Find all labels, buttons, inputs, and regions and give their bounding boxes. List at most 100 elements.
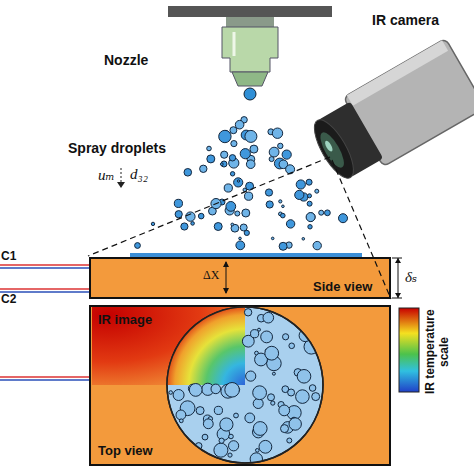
- droplet: [286, 242, 292, 248]
- velocity-arrow: [121, 168, 122, 184]
- thermocouple-wire: [0, 288, 95, 290]
- droplet: [307, 201, 312, 206]
- thermocouple-wire: [0, 264, 95, 266]
- droplet: [287, 165, 291, 169]
- image-label: IR image: [98, 312, 152, 327]
- droplet: [175, 211, 182, 218]
- droplet: [207, 155, 215, 163]
- droplet: [240, 224, 247, 231]
- droplet: [200, 165, 207, 172]
- droplet: [286, 220, 294, 228]
- symbol-label: d₃₂: [130, 166, 148, 183]
- droplet: [281, 213, 286, 218]
- droplet: [184, 169, 192, 177]
- nozzle-mount: [168, 6, 332, 17]
- droplet: [245, 130, 257, 142]
- droplet: [247, 155, 255, 163]
- thermocouple-wire: [0, 379, 95, 381]
- droplet: [279, 160, 288, 169]
- nozzle-shine: [233, 32, 236, 56]
- droplet: [313, 241, 321, 249]
- thickness-label: δₛ: [405, 268, 417, 286]
- droplet: [220, 163, 223, 166]
- droplet: [282, 205, 285, 208]
- droplet: [230, 127, 237, 134]
- top-view-plate: IR imageTop view: [89, 305, 391, 466]
- thermocouple-label: C2: [1, 292, 16, 306]
- droplet: [279, 242, 287, 250]
- droplet: [234, 178, 243, 187]
- droplet: [279, 200, 282, 203]
- part-label: IR camera: [372, 12, 439, 28]
- droplet: [239, 237, 242, 240]
- droplet: [308, 225, 312, 229]
- dimension-arrows: [395, 258, 401, 298]
- droplet: [242, 209, 250, 217]
- droplet: [235, 211, 240, 216]
- droplet: [231, 224, 239, 232]
- thermocouple-label: C1: [1, 249, 16, 263]
- droplet: [286, 165, 295, 174]
- temperature-color-bar: [399, 308, 419, 392]
- droplet: [224, 184, 232, 192]
- droplet: [229, 158, 239, 168]
- droplet: [221, 161, 227, 167]
- droplet: [244, 230, 249, 235]
- droplet: [240, 149, 250, 159]
- droplet: [274, 158, 285, 169]
- droplet: [306, 179, 312, 185]
- droplet: [244, 88, 256, 100]
- droplet: [198, 213, 204, 219]
- droplet: [269, 157, 274, 162]
- droplet: [300, 193, 308, 201]
- droplet: [282, 150, 291, 159]
- ir-camera: [304, 38, 474, 189]
- droplet: [246, 182, 254, 190]
- droplet: [209, 207, 217, 215]
- arrow-head: [117, 182, 125, 188]
- droplet: [174, 199, 182, 207]
- droplet: [236, 241, 245, 250]
- droplet: [325, 210, 331, 216]
- droplet: [241, 117, 247, 123]
- symbol-label: uₘ: [98, 166, 115, 184]
- droplet: [225, 206, 234, 215]
- droplet: [250, 145, 258, 153]
- droplet: [231, 223, 234, 226]
- droplet: [279, 212, 283, 216]
- nozzle-collar: [226, 17, 274, 27]
- thermocouple-wire: [0, 267, 95, 269]
- droplet: [230, 172, 234, 176]
- droplet: [268, 129, 274, 135]
- view-label: Side view: [313, 279, 372, 294]
- droplet: [245, 192, 253, 200]
- droplet: [307, 213, 316, 222]
- droplet: [241, 130, 251, 140]
- droplet: [339, 214, 348, 223]
- droplet: [266, 201, 273, 208]
- droplet: [271, 237, 274, 240]
- droplet: [296, 180, 305, 189]
- part-label: Spray droplets: [68, 140, 166, 156]
- droplet: [306, 213, 315, 222]
- droplet: [278, 143, 283, 148]
- droplet: [235, 120, 244, 129]
- droplet: [219, 199, 225, 205]
- view-line: [88, 157, 330, 256]
- nozzle-tip: [232, 72, 268, 86]
- droplet: [135, 243, 141, 249]
- droplet: [308, 194, 312, 198]
- droplet: [246, 160, 255, 169]
- droplet: [224, 130, 228, 134]
- droplet: [186, 212, 195, 221]
- droplet: [207, 146, 212, 151]
- part-label: Nozzle: [104, 52, 148, 68]
- dimension-line: [398, 258, 399, 298]
- droplet: [319, 210, 324, 215]
- droplet: [219, 130, 231, 142]
- droplet: [237, 180, 239, 182]
- side-view-plate: ΔXSide view: [89, 257, 391, 299]
- view-label: Top view: [98, 443, 153, 458]
- droplet: [214, 223, 222, 231]
